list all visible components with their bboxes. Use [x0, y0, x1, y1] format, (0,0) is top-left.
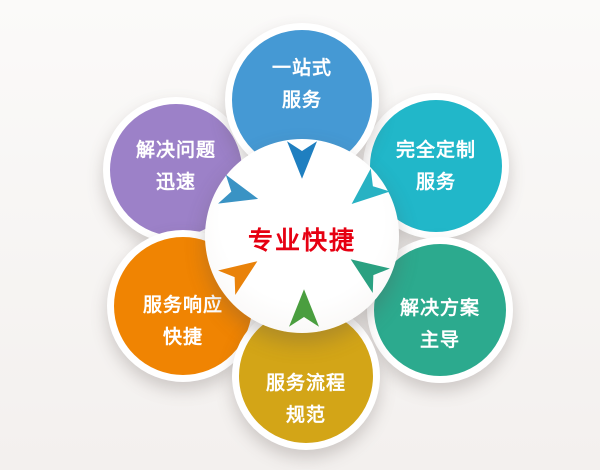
petal-label-line1: 一站式 [271, 57, 332, 79]
petal-label-line2: 规范 [285, 404, 326, 426]
petal-label: 解决问题 迅速 [110, 134, 242, 198]
arrow-up-right-icon [218, 261, 258, 296]
petal-label-line1: 解决问题 [135, 139, 216, 161]
petal-label: 服务流程 规范 [239, 367, 373, 431]
arrow-up-icon [289, 289, 319, 327]
petal-label-line1: 解决方案 [399, 297, 480, 319]
petal-label-line2: 迅速 [155, 171, 196, 193]
petal-label-line1: 完全定制 [395, 139, 476, 161]
petal-label-line2: 主导 [419, 329, 460, 351]
petal-label-line1: 服务响应 [142, 294, 223, 316]
petal-label: 服务响应 快捷 [114, 289, 252, 353]
arrow-down-icon [287, 141, 317, 179]
petal-label-line2: 快捷 [162, 326, 203, 348]
arrow-down-left-icon [351, 168, 391, 205]
petal-label-line2: 服务 [281, 89, 322, 111]
petal-label-line2: 服务 [415, 171, 456, 193]
petal-label: 解决方案 主导 [374, 292, 506, 356]
center-label: 专业快捷 [247, 226, 356, 255]
arrow-right-icon [218, 174, 259, 204]
arrow-up-left-icon [350, 259, 390, 294]
petal-label: 完全定制 服务 [370, 134, 502, 198]
petal-label-line1: 服务流程 [265, 372, 346, 394]
petal-label: 一站式 服务 [232, 52, 372, 116]
